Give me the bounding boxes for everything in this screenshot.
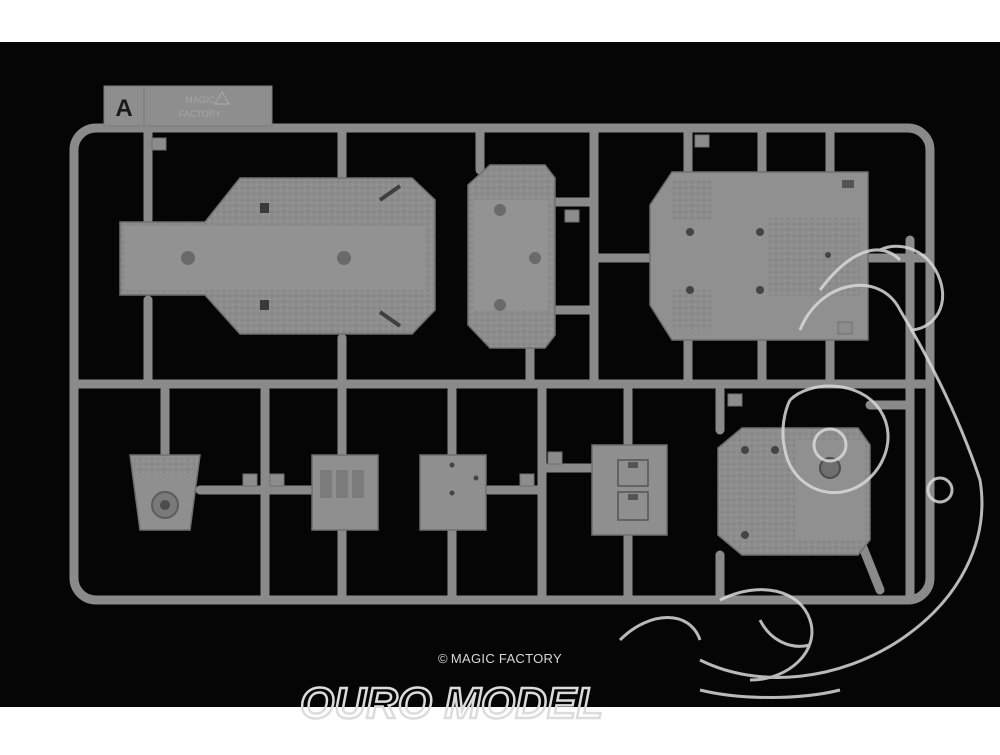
mount-pin <box>181 251 195 265</box>
watermark-mascot <box>618 244 984 699</box>
part-number-tabs <box>151 134 853 487</box>
copyright-text: MAGIC FACTORY <box>450 651 562 666</box>
part-deck-plate <box>649 171 869 341</box>
part-center-panel <box>467 164 556 349</box>
tag-logo-line2: FACTORY <box>179 109 221 119</box>
mount-pin <box>337 251 351 265</box>
sprue-letter: A <box>115 95 132 122</box>
tag-logo-line1: MAGIC <box>185 95 215 105</box>
bottom-border <box>0 707 1000 750</box>
copyright-line: ©MAGIC FACTORY <box>0 651 1000 666</box>
top-border <box>0 0 1000 42</box>
watermark-brand: OURO MODEL <box>300 679 603 728</box>
sprue-tag: A MAGIC FACTORY <box>103 85 273 127</box>
part-hull-plate <box>119 177 436 335</box>
part-grille-plate <box>311 454 379 531</box>
part-trapezoid <box>129 454 201 531</box>
part-hatch-plate <box>591 444 668 536</box>
part-square-plate <box>419 454 487 531</box>
copyright-symbol: © <box>438 651 448 666</box>
tag-logo-icon <box>213 90 231 105</box>
